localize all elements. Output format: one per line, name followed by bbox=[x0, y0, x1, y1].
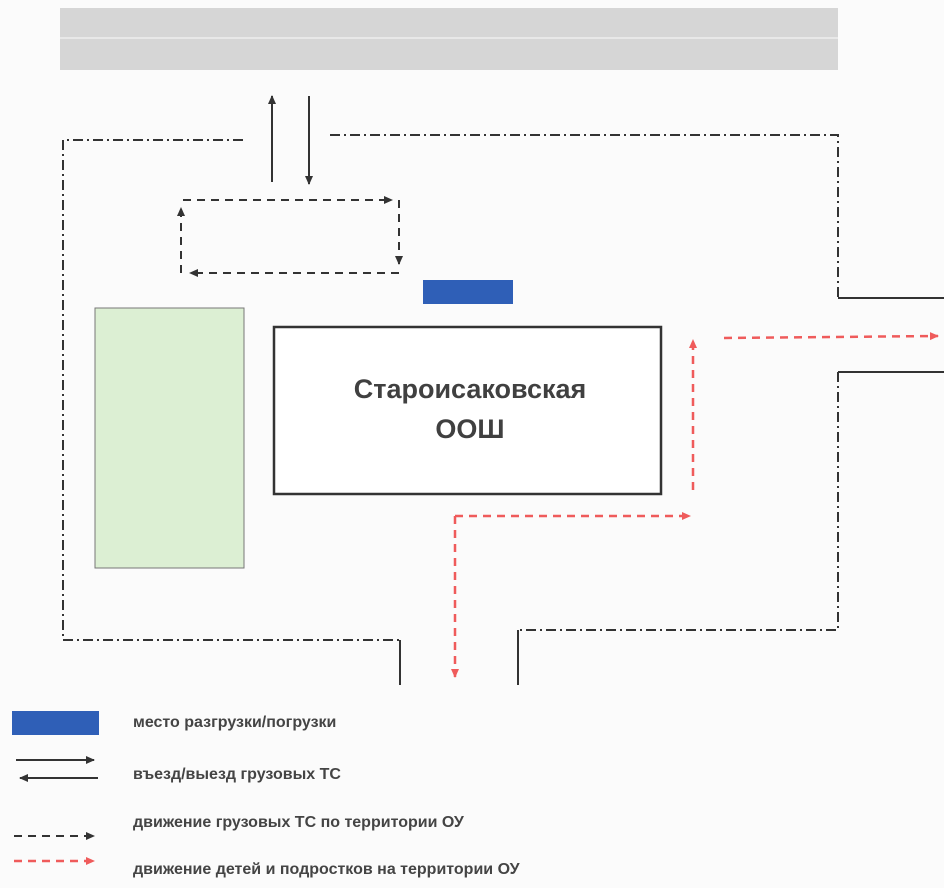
legend-entry-label: въезд/выезд грузовых ТС bbox=[133, 766, 341, 783]
legend-truck-route-label: движение грузовых ТС по территории ОУ bbox=[133, 814, 465, 831]
truck-route-loop bbox=[177, 196, 403, 277]
school-building bbox=[272, 325, 663, 496]
legend-children-route-label: движение детей и подростков на территори… bbox=[133, 861, 521, 878]
school-name-line1: Староисаковская bbox=[354, 374, 587, 404]
bottom-gate bbox=[399, 630, 519, 685]
green-zone bbox=[94, 307, 245, 569]
legend-loading-swatch bbox=[12, 711, 99, 735]
school-name-line2: ООШ bbox=[435, 414, 504, 444]
side-road-edges bbox=[838, 297, 944, 373]
territory-boundary bbox=[62, 134, 839, 641]
legend-loading-label: место разгрузки/погрузки bbox=[133, 714, 336, 731]
loading-place bbox=[423, 280, 513, 304]
children-route bbox=[451, 332, 939, 678]
